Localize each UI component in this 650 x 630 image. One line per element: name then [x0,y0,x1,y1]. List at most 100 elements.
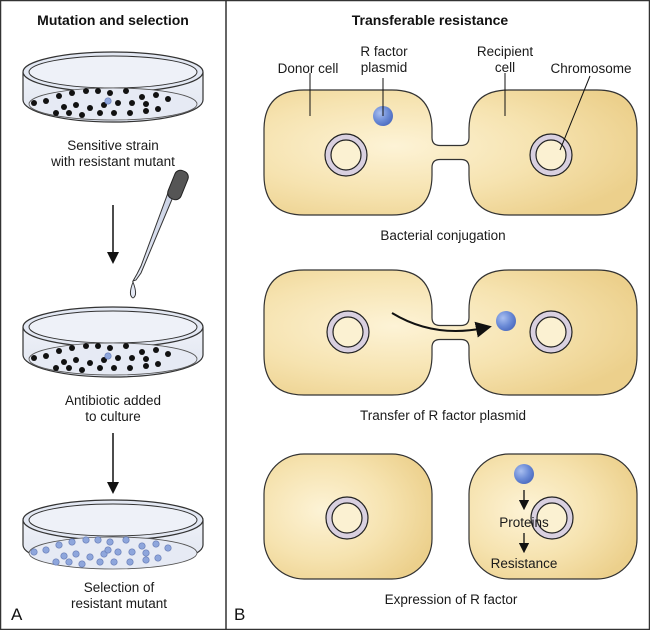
sensitive-colony [87,105,93,111]
transferred-plasmid [496,311,516,331]
sensitive-colony [87,360,93,366]
petri-dish-2 [22,306,204,378]
resistant-colony [126,558,134,566]
panel-a-title: Mutation and selection [37,12,189,28]
label-recipient-line2: cell [495,60,515,75]
sensitive-colony [56,348,62,354]
label-r-factor-line1: R factor [360,44,408,59]
sensitive-colony [165,351,171,357]
resistant-colony [104,97,112,105]
label-donor-cell: Donor cell [278,61,339,76]
transfer-cells [263,269,638,396]
sensitive-colony [143,363,149,369]
donor-chromosome [324,133,368,177]
sensitive-colony [69,345,75,351]
sensitive-colony [127,110,133,116]
sensitive-colony [73,357,79,363]
caption-transfer: Transfer of R factor plasmid [360,408,526,423]
sensitive-colony [153,92,159,98]
resistant-colony [42,546,50,554]
label-chromosome: Chromosome [550,61,631,76]
colonies-group-1 [31,88,171,118]
sensitive-colony [139,349,145,355]
resistant-colony [154,554,162,562]
resistant-colony [164,544,172,552]
label-resistance: Resistance [491,556,558,571]
sensitive-colony [107,90,113,96]
sensitive-colony [143,101,149,107]
resistant-colony [60,552,68,560]
colonies-group-3 [30,536,172,568]
resistant-colony [94,536,102,544]
step3-label-line2: resistant mutant [71,596,167,611]
conjugation-cells [263,89,638,216]
sensitive-colony [97,365,103,371]
step1-label-line2: with resistant mutant [50,154,175,169]
label-r-factor-line2: plasmid [361,60,408,75]
resistant-colony [82,536,90,544]
sensitive-colony [31,355,37,361]
sensitive-colony [69,90,75,96]
resistant-colony [128,548,136,556]
resistant-colony [68,538,76,546]
sensitive-colony [95,343,101,349]
resistant-colony [106,538,114,546]
petri-dish-1 [22,51,204,123]
conjugating-cell-pair [263,89,638,216]
transfer-cell-pair [263,269,638,396]
sensitive-colony [153,347,159,353]
petri-dish-3 [22,499,204,570]
sensitive-colony [53,365,59,371]
panel-b-letter: B [234,605,245,624]
step2-label-line1: Antibiotic added [65,393,161,408]
sensitive-colony [31,100,37,106]
resistant-colony [114,548,122,556]
sensitive-colony [83,88,89,94]
donor-chromosome-2 [326,310,370,354]
chromosome-leader-line [559,75,591,151]
transfer-arrow [391,312,492,338]
resistant-colony [30,548,38,556]
sensitive-colony [79,367,85,373]
sensitive-colony [97,110,103,116]
sensitive-colony [43,98,49,104]
sensitive-colony [107,345,113,351]
resistant-colony [142,549,150,557]
sensitive-cell-chromosome [325,496,369,540]
sensitive-colony [73,102,79,108]
sensitive-colony [66,365,72,371]
sensitive-colony [43,353,49,359]
sensitive-colony [83,343,89,349]
resistant-colony [142,556,150,564]
label-recipient-line1: Recipient [477,44,534,59]
resistant-colony [55,541,63,549]
resistant-colony [152,540,160,548]
sensitive-colony [155,361,161,367]
panel-b-title: Transferable resistance [352,12,509,28]
sensitive-colony [123,343,129,349]
sensitive-colony [155,106,161,112]
sensitive-colony [115,355,121,361]
sensitive-colony [115,100,121,106]
step3-label-line1: Selection of [84,580,155,595]
sensitive-colony [127,365,133,371]
resistant-colony [72,550,80,558]
sensitive-colony [111,110,117,116]
label-proteins: Proteins [499,515,549,530]
sensitive-colony [129,100,135,106]
resistant-colony [138,542,146,550]
resistant-colony [96,558,104,566]
sensitive-colony [139,94,145,100]
sensitive-colony [95,88,101,94]
sensitive-colony [61,104,67,110]
caption-conjugation: Bacterial conjugation [380,228,505,243]
resistant-colony [110,558,118,566]
sensitive-colony [111,365,117,371]
sensitive-colony [56,93,62,99]
resistant-colony [65,558,73,566]
sensitive-colony [143,356,149,362]
sensitive-colony [165,96,171,102]
resistant-colony [104,352,112,360]
resistant-colony [104,546,112,554]
